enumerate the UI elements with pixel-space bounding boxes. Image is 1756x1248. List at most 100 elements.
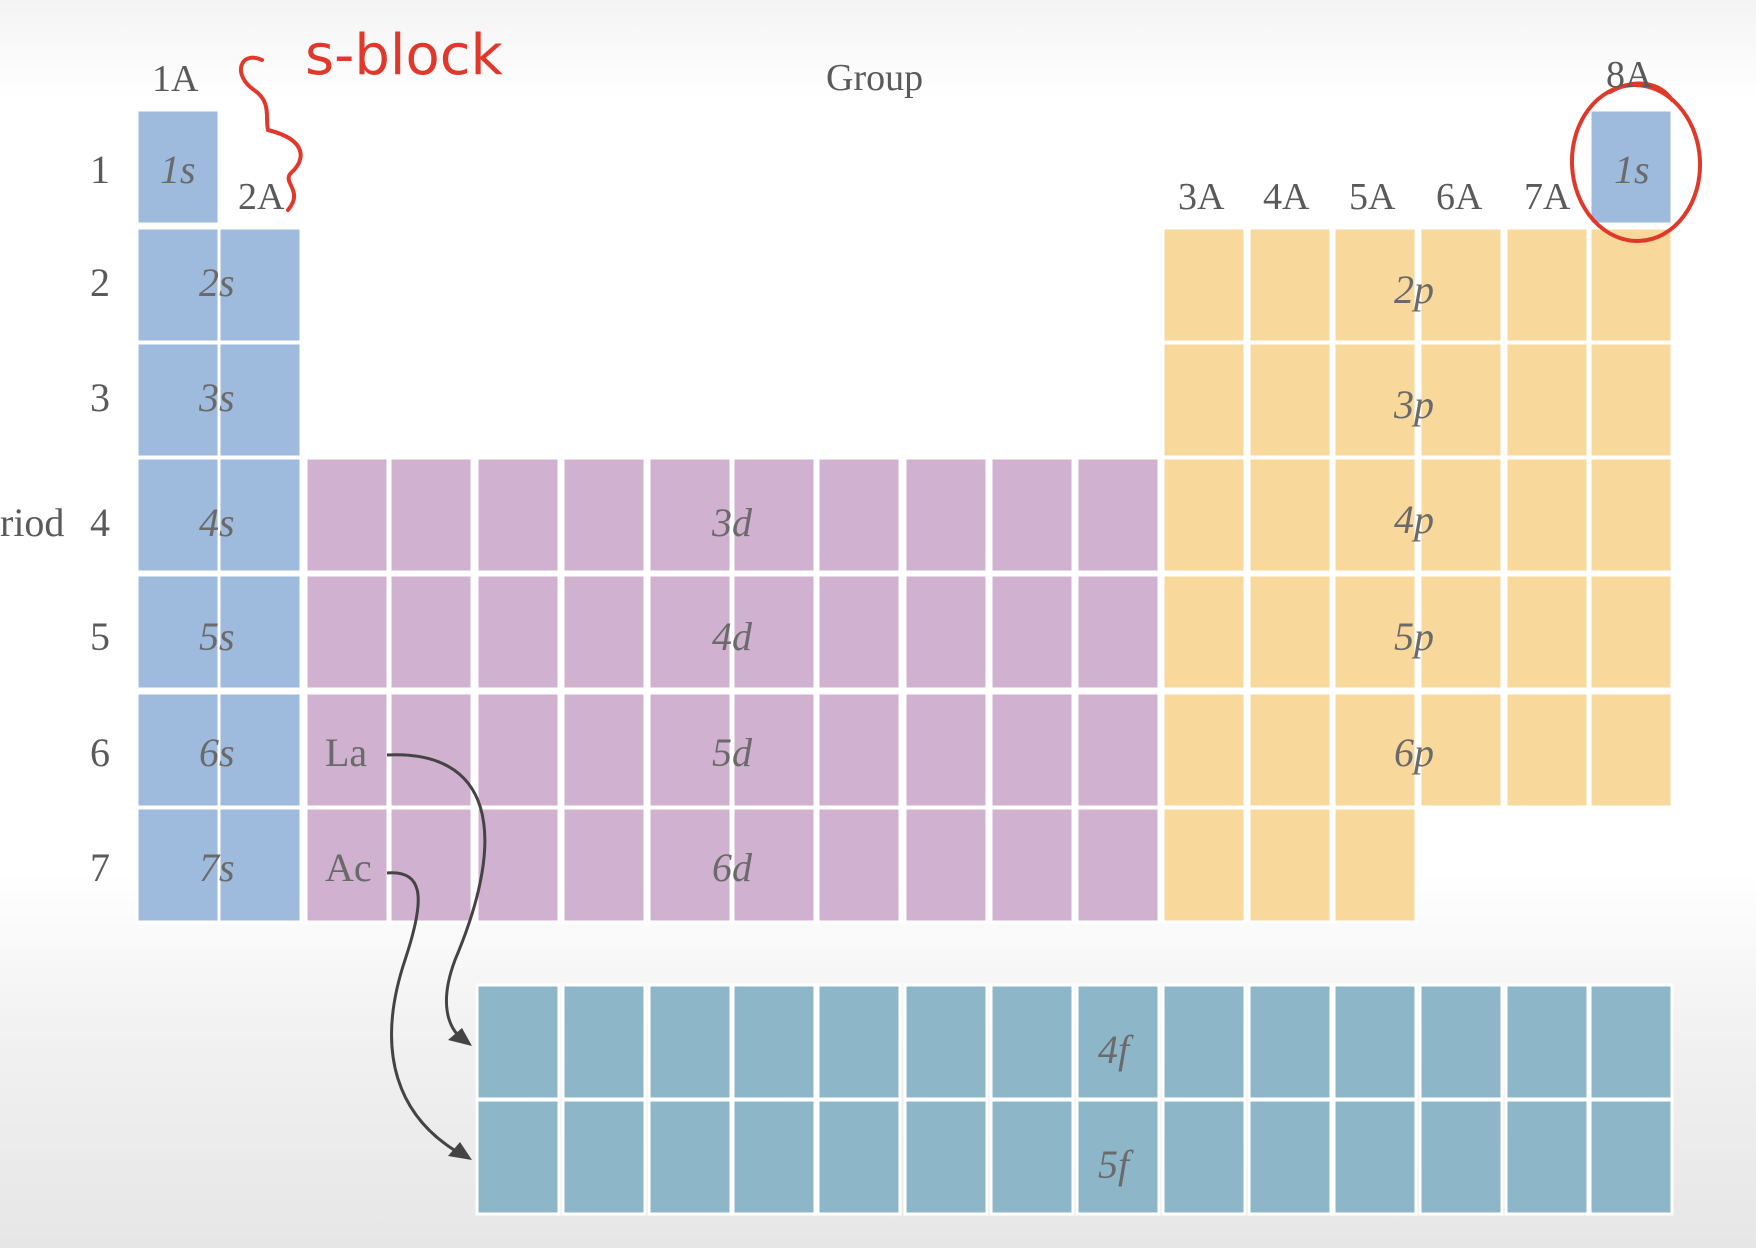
d-cell xyxy=(731,573,817,691)
s-cell xyxy=(135,691,221,809)
orbital-3s: 3s xyxy=(199,375,235,420)
orbital-4s: 4s xyxy=(199,500,235,545)
d-cell xyxy=(989,573,1075,691)
d-cell xyxy=(647,456,733,574)
s-cell xyxy=(135,226,221,344)
orbital-5s: 5s xyxy=(199,614,235,659)
s-cell xyxy=(217,806,303,924)
f-cell xyxy=(1332,983,1418,1101)
d-cell xyxy=(989,691,1075,809)
p-block-label-3p: 3p xyxy=(1394,385,1434,425)
p-cell xyxy=(1247,806,1333,924)
s-block-label-1: 1s xyxy=(160,150,196,190)
f-cell xyxy=(731,1098,817,1216)
orbital-3p: 3p xyxy=(1394,382,1434,427)
d-cell xyxy=(647,806,733,924)
f-cell xyxy=(1418,983,1504,1101)
period-label-5: 5 xyxy=(90,614,110,659)
f-cell xyxy=(1075,1098,1161,1216)
f-cell xyxy=(1247,983,1333,1101)
he-block-label: 1s xyxy=(1614,150,1650,190)
s-block-label-3: 3s xyxy=(199,378,235,418)
d-cell xyxy=(989,456,1075,574)
f-cell xyxy=(731,983,817,1101)
orbital-5p: 5p xyxy=(1394,614,1434,659)
p-cell xyxy=(1247,573,1333,691)
p-cell xyxy=(1504,456,1590,574)
p-cell xyxy=(1332,456,1418,574)
p-cell xyxy=(1332,806,1418,924)
p-cell xyxy=(1418,691,1504,809)
d-cell xyxy=(475,806,561,924)
p-cell xyxy=(1161,226,1247,344)
d-cell xyxy=(388,691,474,809)
s-cell xyxy=(135,806,221,924)
f-cell xyxy=(816,983,902,1101)
f-cell xyxy=(1161,983,1247,1101)
ac-arrowhead xyxy=(448,1142,472,1160)
orbital-4f: 4f xyxy=(1098,1027,1130,1072)
group-header: Group xyxy=(826,57,924,99)
p-cell xyxy=(1332,573,1418,691)
d-cell xyxy=(388,806,474,924)
la-arrowhead xyxy=(448,1028,472,1046)
orbital-1s-helium: 1s xyxy=(1614,147,1650,192)
s-block-label-5: 5s xyxy=(199,617,235,657)
f-cell xyxy=(816,1098,902,1216)
p-cell xyxy=(1247,456,1333,574)
orbital-1s: 1s xyxy=(160,147,196,192)
s-cell xyxy=(217,456,303,574)
d-block-label-4d: 4d xyxy=(712,617,752,657)
d-cell xyxy=(816,806,902,924)
p-cell xyxy=(1161,806,1247,924)
p-cell xyxy=(1588,691,1674,809)
orbital-5d: 5d xyxy=(712,730,752,775)
d-block-label-6d: 6d xyxy=(712,848,752,888)
f-cell xyxy=(1588,983,1674,1101)
f-block-label-4f: 4f xyxy=(1098,1030,1129,1070)
f-cell xyxy=(561,1098,647,1216)
f-cell xyxy=(1504,1098,1590,1216)
d-cell xyxy=(475,691,561,809)
p-cell xyxy=(1247,226,1333,344)
d-cell xyxy=(647,573,733,691)
d-cell xyxy=(388,456,474,574)
p-cell xyxy=(1418,573,1504,691)
p-block-label-2p: 2p xyxy=(1394,270,1434,310)
orbital-5f: 5f xyxy=(1098,1142,1130,1187)
f-cell xyxy=(989,1098,1075,1216)
d-cell xyxy=(731,456,817,574)
p-cell xyxy=(1504,341,1590,459)
d-block-label-3d: 3d xyxy=(712,503,752,543)
p-cell xyxy=(1161,456,1247,574)
d-cell xyxy=(816,456,902,574)
d-cell xyxy=(304,806,390,924)
d-block-label-5d: 5d xyxy=(712,733,752,773)
d-cell xyxy=(475,456,561,574)
f-cell xyxy=(903,1098,989,1216)
orbital-6d: 6d xyxy=(712,845,752,890)
period-label-6: 6 xyxy=(90,730,110,775)
f-cell xyxy=(1588,1098,1674,1216)
p-cell xyxy=(1161,573,1247,691)
orbital-2s: 2s xyxy=(199,260,235,305)
s-block-label-7: 7s xyxy=(199,848,235,888)
f-cell xyxy=(1161,1098,1247,1216)
d-cell xyxy=(731,806,817,924)
p-cell xyxy=(1418,341,1504,459)
f-cell xyxy=(1418,1098,1504,1216)
f-cell xyxy=(475,983,561,1101)
orbital-4d: 4d xyxy=(712,614,752,659)
p-cell xyxy=(1247,691,1333,809)
d-cell xyxy=(1075,573,1161,691)
group-label-7a: 7A xyxy=(1524,176,1571,218)
f-cell xyxy=(561,983,647,1101)
d-cell xyxy=(304,456,390,574)
group-label-5a: 5A xyxy=(1349,176,1396,218)
p-block-label-4p: 4p xyxy=(1394,500,1434,540)
d-cell xyxy=(903,573,989,691)
period-label-7: 7 xyxy=(90,845,110,890)
d-cell xyxy=(561,456,647,574)
s-cell xyxy=(217,573,303,691)
